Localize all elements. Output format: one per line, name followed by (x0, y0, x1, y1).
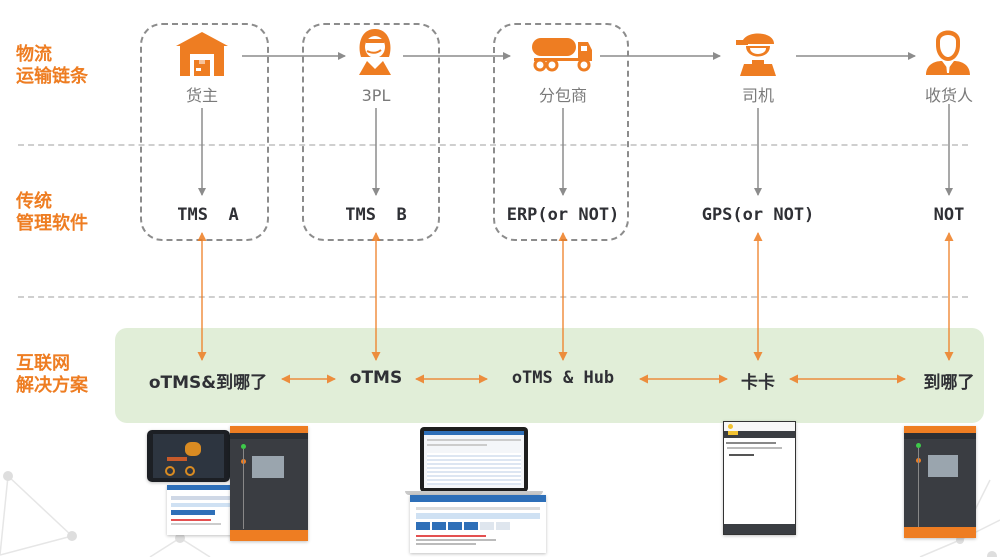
software-label-tms-b: TMS B (345, 205, 407, 225)
kaka-mobile-app-screenshot (723, 421, 796, 535)
row-label-line: 解决方案 (16, 375, 88, 396)
laptop-base (405, 491, 543, 495)
tablet-screenshot (147, 430, 230, 482)
businessman-icon (926, 30, 970, 75)
row-label-line: 互联网 (16, 353, 70, 374)
otms-laptop-web-screenshot (405, 425, 550, 555)
row-label-line: 管理软件 (16, 213, 88, 234)
laptop-screen (420, 427, 528, 492)
solution-label-otms: oTMS (349, 368, 403, 388)
row-label-line: 运输链条 (16, 66, 88, 87)
driver-cap-icon (736, 33, 776, 76)
solution-label-daonale: 到哪了 (923, 373, 975, 393)
actor-label-consignee: 收货人 (924, 86, 973, 105)
row-label-traditional-software: 传统 管理软件 (16, 191, 88, 235)
actor-label-driver: 司机 (741, 86, 774, 105)
software-label-gps: GPS(or NOT) (701, 205, 815, 225)
software-label-erp: ERP(or NOT) (506, 205, 620, 225)
headset-agent-icon (359, 29, 391, 75)
web-progress-screenshot (410, 495, 546, 553)
daonale-mobile-app-screenshot (904, 426, 976, 538)
row-label-logistics-chain: 物流 运输链条 (16, 44, 88, 88)
row-label-line: 物流 (16, 44, 52, 65)
warehouse-icon (176, 32, 228, 76)
software-label-none: NOT (933, 205, 965, 225)
actor-label-shipper: 货主 (185, 86, 218, 105)
actor-label-3pl: 3PL (361, 86, 391, 105)
otms-dashboard-tablet-and-mobile-screenshot (147, 425, 308, 555)
actor-label-subcontractor: 分包商 (538, 86, 587, 105)
row-label-line: 传统 (16, 191, 52, 212)
software-label-tms-a: TMS A (177, 205, 239, 225)
solution-label-otms-daonale: oTMS&到哪了 (148, 373, 268, 393)
mobile-tracking-screenshot (230, 426, 308, 541)
solution-label-otms-hub: oTMS & Hub (511, 368, 615, 388)
group-box-3pl (302, 23, 440, 241)
solution-label-kaka: 卡卡 (741, 373, 775, 393)
tanker-truck-icon (532, 38, 592, 72)
row-label-internet-solution: 互联网 解决方案 (16, 353, 88, 397)
separator-line (18, 296, 968, 298)
